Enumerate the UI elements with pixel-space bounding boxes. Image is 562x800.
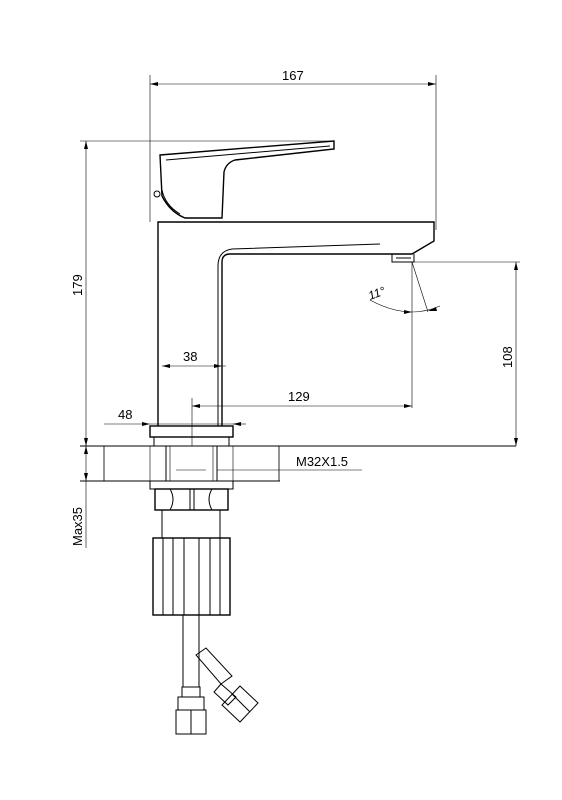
dimension-spout-height: 108: [414, 261, 520, 446]
spout-angle-label: 11°: [366, 284, 387, 303]
mounting-nut-threaded: [152, 509, 231, 616]
thread-label: M32X1.5: [296, 454, 348, 469]
supply-hoses: [175, 614, 259, 735]
faucet-body: [149, 140, 435, 447]
base-diameter-label: 48: [118, 407, 132, 422]
dimension-spout-angle: 11°: [366, 261, 441, 408]
spout-height-label: 108: [500, 346, 515, 368]
dimension-spout-reach: 129: [191, 389, 412, 446]
overall-width-label: 167: [282, 68, 304, 83]
mounting-shank: [165, 445, 218, 482]
dimension-base-diameter: 48: [104, 407, 246, 426]
spout-reach-label: 129: [288, 389, 310, 404]
overall-height-label: 179: [70, 274, 85, 296]
dimension-max-thickness: Max35: [70, 446, 88, 548]
dimension-base-width: 38: [162, 349, 226, 368]
mounting-nut: [149, 480, 234, 511]
max-thickness-label: Max35: [70, 507, 85, 546]
dimension-overall-width: 167: [149, 68, 437, 230]
base-width-label: 38: [183, 349, 197, 364]
dimension-thread: M32X1.5: [217, 454, 362, 471]
dimension-overall-height: 179: [70, 140, 334, 446]
